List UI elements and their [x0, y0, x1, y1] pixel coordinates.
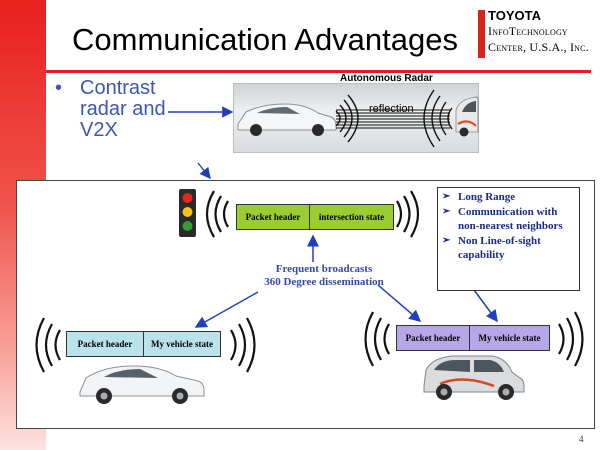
feature-text: Long Range	[458, 191, 516, 203]
packet-header-cell: Packet header	[77, 339, 133, 349]
bullet-marker: •	[55, 77, 63, 99]
feature-marker: ➢	[442, 235, 451, 246]
right-vehicle-signal-arcs-right	[558, 311, 584, 367]
radar-emission-arcs	[335, 94, 359, 143]
page-number: 4	[579, 434, 584, 444]
feature-text: Communication with non-nearest neighbors	[458, 206, 563, 232]
radar-reflection-arcs	[423, 89, 453, 148]
intersection-signal-arcs-left	[205, 190, 229, 238]
left-vehicle-signal-arcs-right	[230, 317, 256, 373]
feature-marker: ➢	[442, 191, 451, 202]
packet-state-cell: My vehicle state	[143, 332, 220, 356]
arrow-to-right-vehicle	[377, 284, 422, 322]
left-vehicle-signal-arcs-left	[35, 317, 61, 373]
v2x-pointer-arrow	[197, 162, 211, 180]
packet-state-cell: My vehicle state	[469, 326, 549, 350]
radar-caption: Autonomous Radar	[340, 73, 433, 84]
logo-brand: TOYOTA	[488, 8, 541, 23]
left-vehicle-image	[79, 365, 205, 404]
left-vehicle-packet: Packet header My vehicle state	[66, 331, 221, 357]
right-vehicle-image	[423, 355, 525, 400]
feature-item: ➢ Non Line-of-sight capability	[442, 234, 575, 262]
feature-item: ➢ Communication with non-nearest neighbo…	[442, 205, 575, 233]
radar-wave-lines	[336, 109, 450, 129]
intersection-packet: Packet header intersection state	[236, 204, 394, 230]
packet-header-cell: Packet header	[245, 212, 301, 222]
title-divider	[46, 70, 591, 73]
traffic-light-icon	[179, 189, 196, 237]
toyota-logo: TOYOTA InfoTechnology Center, U.S.A., In…	[478, 6, 596, 62]
feature-item: ➢ Long Range	[442, 190, 575, 204]
packet-state-cell: intersection state	[309, 205, 393, 229]
silver-car-image	[237, 103, 337, 136]
slide-title: Communication Advantages	[72, 22, 459, 57]
packet-header-cell: Packet header	[405, 333, 461, 343]
feature-text: Non Line-of-sight capability	[458, 235, 541, 261]
right-vehicle-packet: Packet header My vehicle state	[396, 325, 550, 351]
hatchback-car-image	[455, 96, 479, 137]
broadcast-line-1: Frequent broadcasts	[275, 263, 373, 275]
intersection-signal-arcs-right	[396, 190, 420, 238]
broadcast-caption: Frequent broadcasts 360 Degree dissemina…	[243, 263, 405, 289]
feature-marker: ➢	[442, 206, 451, 217]
arrow-to-left-vehicle	[194, 291, 259, 328]
bullet-text: Contrast radar and V2X	[80, 77, 166, 141]
logo-mark	[478, 10, 485, 58]
logo-line-2: Center, U.S.A., Inc.	[488, 40, 589, 54]
features-box: ➢ Long Range ➢ Communication with non-ne…	[437, 187, 580, 291]
right-vehicle-signal-arcs-left	[364, 311, 390, 367]
reflection-label: reflection	[369, 103, 414, 115]
broadcast-line-2: 360 Degree dissemination	[264, 276, 384, 288]
logo-line-1: InfoTechnology	[488, 24, 568, 38]
